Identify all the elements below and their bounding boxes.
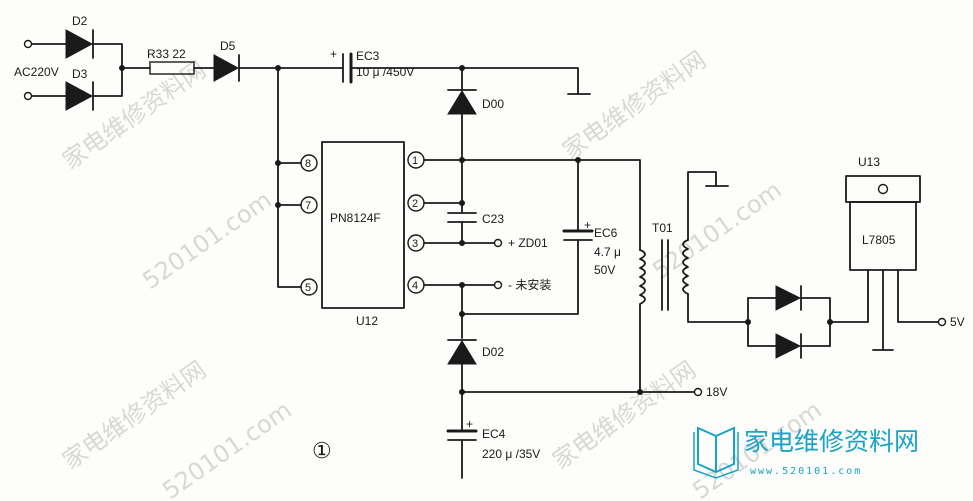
out-5v-label: 5V [950, 315, 965, 329]
ac-input-label: AC220V [14, 65, 59, 79]
capacitor-ec3: + EC3 10 μ /450V [330, 47, 414, 84]
watermark-site-2: 家电维修资料网 [57, 356, 211, 475]
not-installed-terminal [493, 280, 503, 290]
r33-label: R33 22 [147, 47, 186, 61]
watermark-url-2: 520101.com [157, 396, 296, 501]
out-18v-terminal [693, 387, 703, 397]
ec4-value: 220 μ /35V [482, 447, 540, 461]
zd01-terminal [493, 238, 503, 248]
figure-number: ① [312, 439, 332, 464]
r33-d5-section: R33 22 D5 [147, 39, 343, 82]
secondary-rectifier [745, 285, 869, 359]
ic-u12-name: PN8124F [330, 211, 381, 225]
diode-d00 [447, 89, 477, 115]
t01-label: T01 [652, 221, 673, 235]
d02-label: D02 [482, 345, 504, 359]
brand-name: 家电维修资料网 [744, 427, 919, 456]
out-18v-label: 18V [706, 385, 727, 399]
u13-label: U13 [858, 155, 880, 169]
watermark-site-3: 家电维修资料网 [557, 46, 711, 165]
diode-d02 [447, 339, 477, 365]
ec6-value1: 4.7 μ [594, 245, 621, 259]
ec4-plus: + [466, 417, 473, 431]
not-installed-label: - 未安装 [508, 277, 551, 292]
ec3-name: EC3 [356, 49, 380, 63]
ic-u12: PN8124F U12 8 7 5 1 2 3 4 [300, 141, 425, 328]
pin-4-label: 4 [412, 280, 418, 292]
d3-label: D3 [72, 67, 88, 81]
pin-5-label: 5 [305, 282, 311, 294]
zd01-label: + ZD01 [508, 236, 548, 250]
book-icon [693, 426, 739, 479]
ic-u12-ref: U12 [356, 314, 378, 328]
c23-label: C23 [482, 212, 504, 226]
d2-label: D2 [72, 14, 88, 28]
ac-input-section: AC220V D2 D3 [14, 14, 151, 111]
brand-url: www.520101.com [750, 466, 862, 477]
ec6-plus: + [584, 218, 591, 232]
watermark-layer: 家电维修资料网 520101.com 家电维修资料网 520101.com 家电… [57, 46, 826, 501]
capacitor-c23 [447, 212, 477, 223]
pin-2-label: 2 [412, 198, 418, 210]
regulator-tab [845, 175, 921, 203]
ec6-value2: 50V [594, 263, 615, 277]
pin-1-label: 1 [412, 155, 418, 167]
capacitor-ec6 [562, 229, 594, 241]
pin-3-label: 3 [412, 238, 418, 250]
ac-terminal-bottom [23, 91, 33, 101]
ec6-name: EC6 [594, 226, 618, 240]
diode-d5 [213, 54, 240, 82]
brand-logo: 家电维修资料网 www.520101.com [693, 426, 919, 479]
watermark-site-4: 家电维修资料网 [547, 356, 701, 475]
ac-terminal-top [23, 39, 33, 49]
ec3-plus: + [330, 47, 337, 61]
l7805-label: L7805 [862, 233, 896, 247]
pin-8-label: 8 [305, 158, 311, 170]
watermark-url-1: 520101.com [137, 186, 276, 295]
capacitor-ec4 [446, 429, 478, 441]
pin-7-label: 7 [305, 200, 311, 212]
ic-u12-body [321, 141, 405, 309]
ec4-name: EC4 [482, 427, 506, 441]
d00-label: D00 [482, 97, 504, 111]
diode-d2 [65, 29, 94, 59]
d5-label: D5 [220, 39, 236, 53]
diode-d3 [65, 81, 94, 111]
transformer-t01 [639, 239, 689, 393]
out-5v-terminal [937, 317, 947, 327]
regulator-u13: U13 L7805 5V [845, 155, 965, 351]
